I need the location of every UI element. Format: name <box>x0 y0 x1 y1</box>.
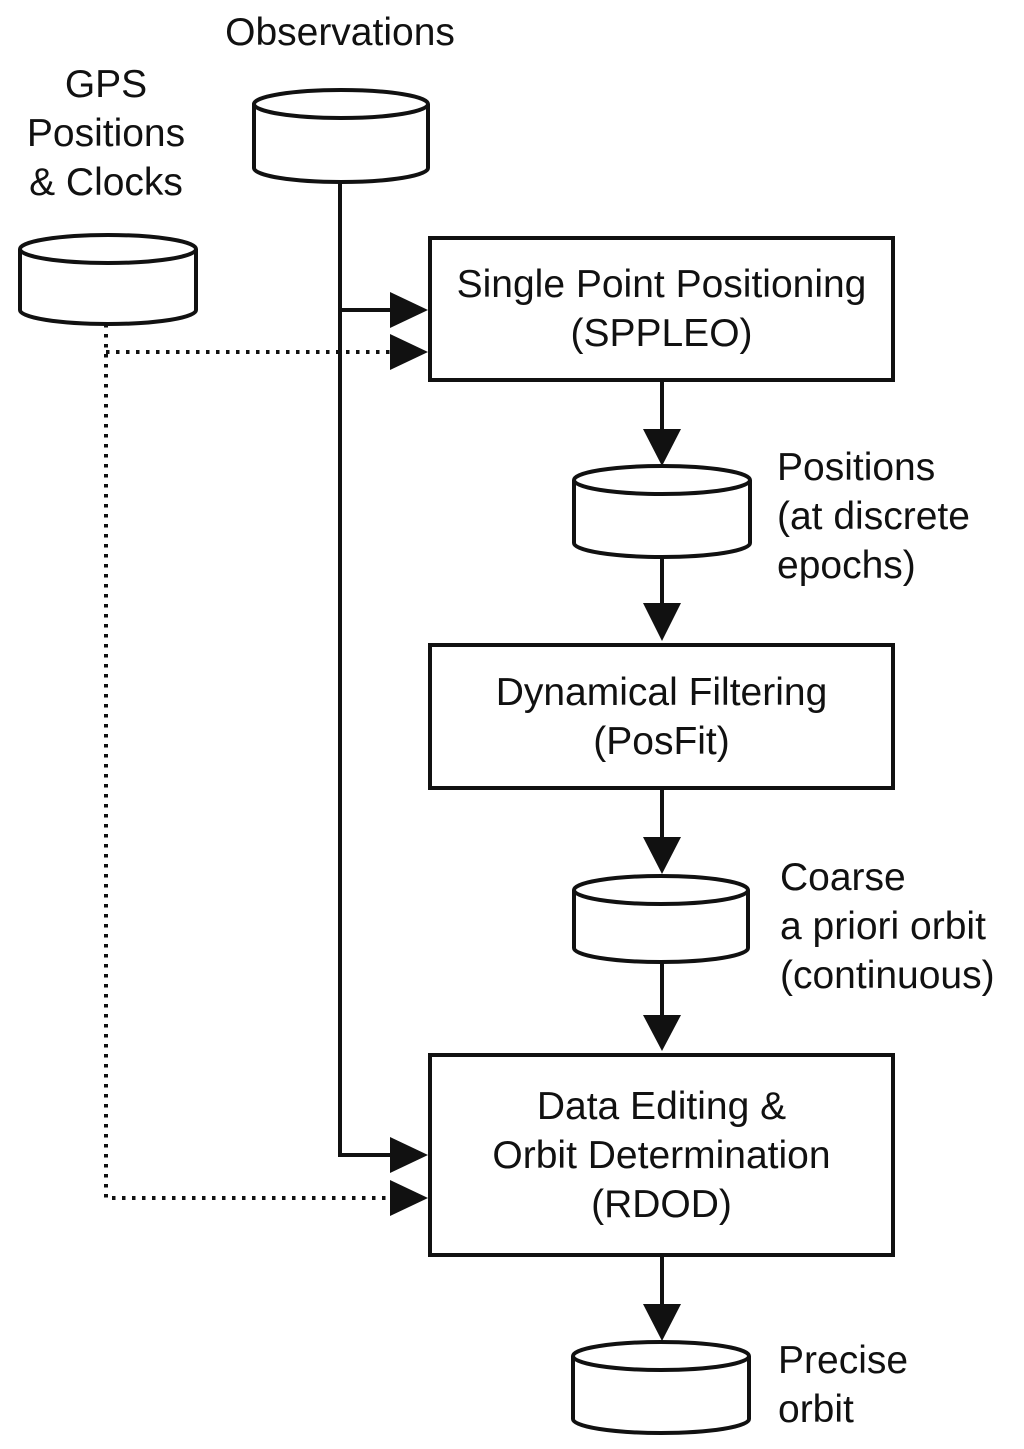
positions-store-label: Positions (at discrete epochs) <box>777 443 970 590</box>
label-line: (at discrete <box>777 495 970 538</box>
label-line: & Clocks <box>29 161 183 204</box>
label-line: Coarse <box>780 856 906 899</box>
observations-cylinder-icon <box>252 88 430 184</box>
label-line: a priori orbit <box>780 905 986 948</box>
process-label-line: Data Editing & <box>536 1084 787 1128</box>
label-line: epochs) <box>777 544 916 587</box>
process-label-line: Single Point Positioning <box>456 263 867 306</box>
arrowhead-dotted-into-sppleo <box>390 334 428 370</box>
arrowhead-down-positions <box>643 429 681 466</box>
process-label-line: Dynamical Filtering <box>495 670 828 714</box>
label-line: GPS <box>64 63 148 106</box>
coarse-orbit-cylinder-icon <box>572 874 750 964</box>
arrowhead-solid-into-rdod <box>390 1137 428 1173</box>
observations-feed-line <box>338 176 394 1157</box>
rdod-process-box: Data Editing & Orbit Determination (RDOD… <box>428 1053 895 1257</box>
arrowhead-dotted-into-rdod <box>390 1180 428 1216</box>
label-line: Observations <box>225 11 455 54</box>
process-label-line: Orbit Determination <box>492 1133 831 1177</box>
arrowhead-down-coarse <box>643 837 681 874</box>
posfit-process-box: Dynamical Filtering (PosFit) <box>428 643 895 790</box>
precise-orbit-cylinder-icon <box>571 1340 751 1435</box>
arrowhead-down-posfit <box>643 603 681 641</box>
gps-feed-dotted-line <box>104 324 390 1200</box>
label-line: Positions <box>26 112 186 155</box>
label-line: (continuous) <box>780 954 995 997</box>
coarse-orbit-store-label: Coarse a priori orbit (continuous) <box>780 853 995 1000</box>
positions-cylinder-icon <box>572 464 752 559</box>
process-label-line: (RDOD) <box>591 1182 732 1226</box>
observations-store-label: Observations <box>190 8 490 57</box>
arrowhead-down-rdod <box>643 1015 681 1051</box>
precise-orbit-store-label: Precise orbit <box>778 1336 908 1434</box>
process-label-line: (SPPLEO) <box>570 312 753 355</box>
process-label-line: (PosFit) <box>593 719 730 763</box>
sppleo-process-box: Single Point Positioning (SPPLEO) <box>428 236 895 382</box>
arrowhead-solid-into-sppleo <box>390 292 428 328</box>
gps-store-label: GPS Positions & Clocks <box>0 60 212 207</box>
label-line: Positions <box>777 446 936 489</box>
arrowhead-down-precise <box>643 1304 681 1341</box>
label-line: orbit <box>778 1388 854 1431</box>
label-line: Precise <box>778 1339 909 1382</box>
gps-cylinder-icon <box>18 233 198 326</box>
